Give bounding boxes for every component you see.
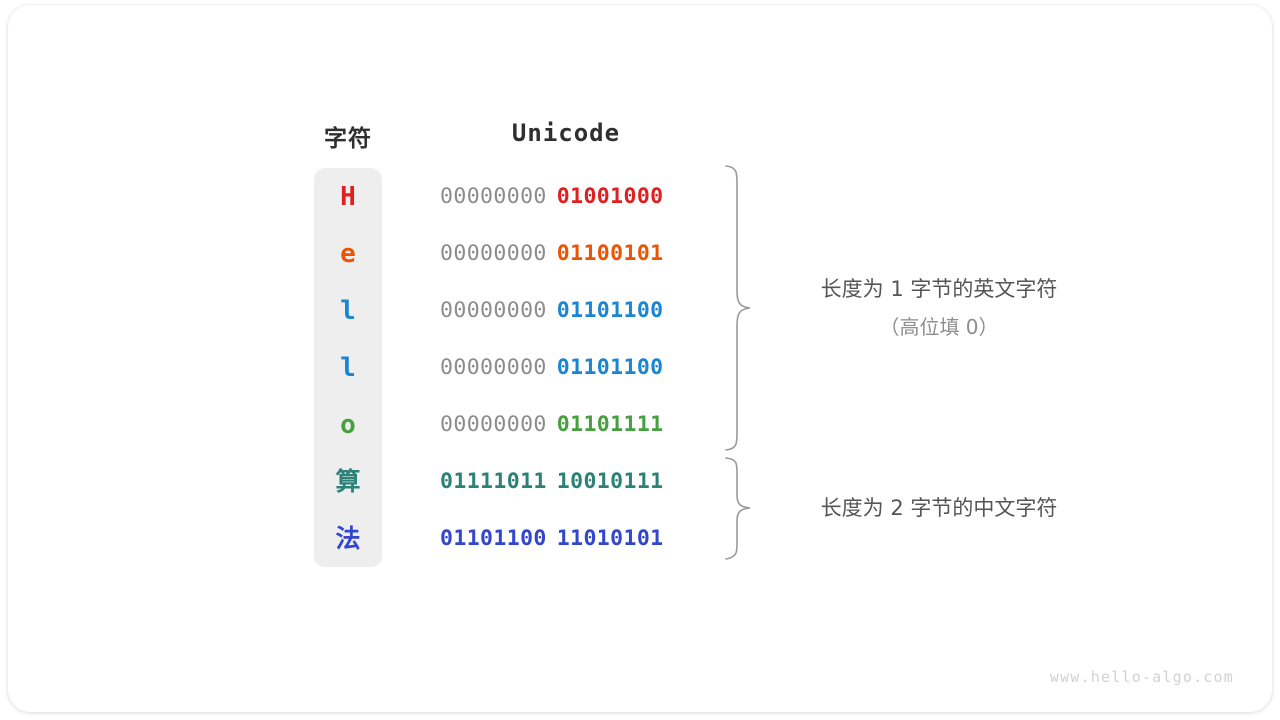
unicode-bits-row: 01111011 10010111 (440, 467, 692, 497)
column-header-unicode: Unicode (511, 119, 621, 147)
character-column-background (314, 168, 382, 567)
high-byte: 00000000 (440, 355, 547, 380)
annotation-two-byte: 长度为 2 字节的中文字符 (794, 492, 1084, 522)
unicode-bits-row: 00000000 01101100 (440, 296, 692, 326)
character-cell: l (340, 353, 356, 383)
column-header-character: 字符 (324, 125, 372, 151)
character-cell: 算 (335, 467, 361, 496)
low-byte: 10010111 (556, 469, 664, 494)
annotation-two-byte-text: 长度为 2 字节的中文字符 (820, 496, 1058, 520)
high-byte: 00000000 (440, 184, 547, 209)
brace-one-byte-group (725, 165, 751, 451)
brace-two-byte-group (725, 457, 751, 560)
low-byte: 01101111 (556, 412, 664, 437)
low-byte: 01001000 (556, 184, 664, 209)
low-byte: 01101100 (556, 355, 664, 380)
unicode-bits-row: 00000000 01101100 (440, 353, 692, 383)
low-byte: 01100101 (556, 241, 664, 266)
annotation-one-byte: 长度为 1 字节的英文字符 （高位填 0） (794, 273, 1084, 340)
high-byte: 00000000 (440, 298, 547, 323)
high-byte: 01111011 (440, 469, 547, 494)
low-byte: 11010101 (556, 526, 664, 551)
character-cell: e (340, 239, 356, 269)
watermark: www.hello-algo.com (1049, 668, 1234, 686)
character-cell: H (340, 182, 356, 212)
annotation-one-byte-subtext: （高位填 0） (879, 315, 999, 339)
character-cell: l (340, 296, 356, 326)
high-byte: 00000000 (440, 241, 547, 266)
character-cell: 法 (335, 524, 361, 553)
unicode-bits-row: 00000000 01100101 (440, 239, 692, 269)
high-byte: 01101100 (440, 526, 547, 551)
unicode-bits-row: 00000000 01101111 (440, 410, 692, 440)
diagram-card: 字符 Unicode H 00000000 01001000 e 00000000 011… (8, 5, 1272, 712)
low-byte: 01101100 (556, 298, 664, 323)
unicode-bits-row: 00000000 01001000 (440, 182, 692, 212)
annotation-one-byte-text: 长度为 1 字节的英文字符 (820, 277, 1058, 301)
character-cell: o (340, 410, 356, 440)
unicode-bits-row: 01101100 11010101 (440, 524, 692, 554)
high-byte: 00000000 (440, 412, 547, 437)
